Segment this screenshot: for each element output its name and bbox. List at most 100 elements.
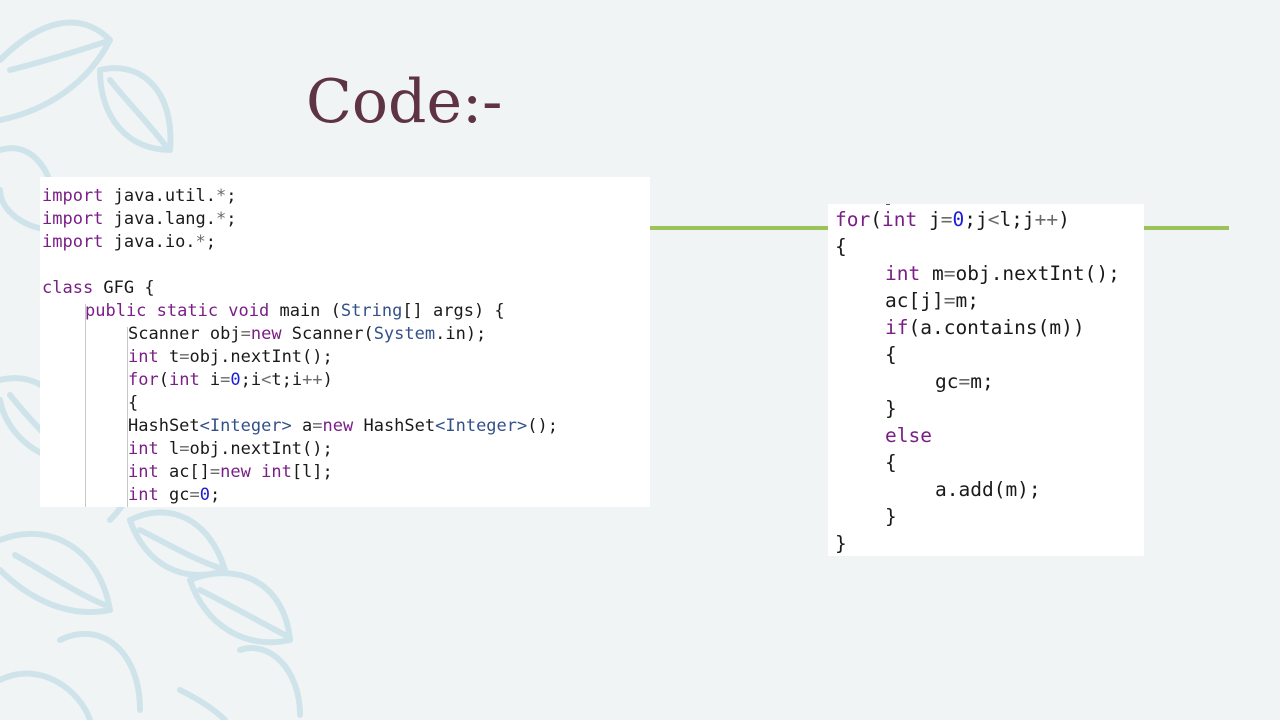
code-keyword: int	[128, 485, 159, 505]
code-text: obj.nextInt();	[189, 439, 333, 459]
code-text: {	[885, 343, 897, 366]
code-text: ();	[527, 416, 558, 436]
code-text: [] args) {	[402, 301, 505, 321]
code-text: {	[885, 451, 897, 474]
code-text: (a.contains(m))	[908, 316, 1085, 339]
code-text: i	[199, 370, 221, 390]
code-number: 0	[952, 208, 965, 231]
code-text: j	[917, 208, 941, 231]
code-line: import java.io.*;	[42, 231, 558, 254]
clipped-line-remnant	[886, 204, 890, 205]
code-keyword: import	[42, 186, 104, 206]
code-line: int m=obj.nextInt();	[835, 260, 1120, 287]
code-text: HashSet	[128, 416, 200, 436]
code-text: [l];	[291, 462, 333, 482]
code-operator: =	[220, 370, 231, 390]
code-operator: *	[216, 209, 227, 229]
code-text: l	[158, 439, 180, 459]
code-text: ;j	[964, 208, 988, 231]
code-operator: =	[240, 324, 251, 344]
code-operator: *	[216, 186, 227, 206]
code-operator: <	[987, 208, 1000, 231]
code-keyword: import	[42, 232, 104, 252]
code-text: gc	[158, 485, 190, 505]
code-text: t	[158, 347, 180, 367]
code-type: String	[340, 301, 403, 321]
code-type: System	[373, 324, 436, 344]
slide-title: Code:-	[306, 67, 503, 137]
code-operator: <	[261, 370, 272, 390]
code-line: class GFG {	[42, 277, 558, 300]
code-line: ac[j]=m;	[835, 287, 1120, 314]
code-number: 0	[199, 485, 210, 505]
code-snippet-inner-loop: for(int j=0;j<l;j++){int m=obj.nextInt()…	[828, 204, 1144, 556]
code-operator: =	[179, 347, 190, 367]
code-line: gc=m;	[835, 368, 1120, 395]
code-operator: ++	[1034, 208, 1059, 231]
code-line: }	[835, 395, 1120, 422]
code-keyword: for	[128, 370, 159, 390]
code-line: for(int j=0;j<l;j++)	[835, 206, 1120, 233]
code-line: }	[835, 530, 1120, 556]
code-text: java.lang.	[103, 209, 217, 229]
code-line: {	[835, 233, 1120, 260]
code-line: public static void main (String[] args) …	[42, 300, 558, 323]
code-keyword: else	[885, 424, 932, 447]
code-text: gc	[935, 370, 959, 393]
code-line: {	[42, 392, 558, 415]
accent-rule-right	[1144, 226, 1229, 230]
code-operator: =	[209, 462, 221, 482]
code-lines: import java.util.*;import java.lang.*;im…	[42, 185, 558, 507]
code-text: GFG {	[93, 278, 155, 298]
code-text: a.add(m);	[935, 478, 1041, 501]
code-line	[42, 254, 558, 277]
code-text: ac[j]	[885, 289, 944, 312]
code-number: 0	[230, 370, 241, 390]
code-line: int ac[]=new int[l];	[42, 461, 558, 484]
code-line: import java.util.*;	[42, 185, 558, 208]
code-text: Scanner(	[281, 324, 374, 344]
code-text: {	[835, 235, 847, 258]
code-operator: =	[189, 485, 200, 505]
code-keyword: new int	[220, 462, 292, 482]
code-text: }	[885, 397, 897, 420]
code-line: int t=obj.nextInt();	[42, 346, 558, 369]
code-operator: =	[943, 289, 956, 312]
code-snippet-main-method: import java.util.*;import java.lang.*;im…	[40, 177, 650, 507]
code-operator: =	[958, 370, 971, 393]
code-lines: for(int j=0;j<l;j++){int m=obj.nextInt()…	[835, 206, 1120, 556]
code-keyword: public static void	[85, 301, 270, 321]
code-text: }	[835, 532, 847, 555]
code-keyword: int	[885, 262, 921, 285]
code-keyword: int	[128, 462, 159, 482]
code-text: m;	[955, 289, 979, 312]
code-text: l;j	[999, 208, 1035, 231]
code-line: int gc=0;	[42, 484, 558, 507]
accent-rule-left	[650, 226, 828, 230]
code-keyword: int	[881, 208, 918, 231]
code-keyword: int	[168, 370, 200, 390]
code-line: import java.lang.*;	[42, 208, 558, 231]
indent-guide	[127, 327, 128, 507]
code-text: obj.nextInt();	[189, 347, 333, 367]
code-text: .in);	[435, 324, 487, 344]
code-line: {	[835, 449, 1120, 476]
code-keyword: if	[885, 316, 909, 339]
code-text: java.io.	[103, 232, 196, 252]
code-text: )	[322, 370, 333, 390]
code-keyword: int	[128, 347, 159, 367]
code-operator: =	[940, 208, 953, 231]
code-text: java.util.	[103, 186, 217, 206]
code-text: (	[870, 208, 882, 231]
code-line: {	[835, 341, 1120, 368]
code-line: for(int i=0;i<t;i++)	[42, 369, 558, 392]
code-text: ;	[226, 209, 237, 229]
code-text: Scanner obj	[128, 324, 241, 344]
code-operator: ++	[302, 370, 323, 390]
code-operator: =	[943, 262, 956, 285]
code-text: ac[]	[158, 462, 210, 482]
code-text: )	[1058, 208, 1070, 231]
code-text: m	[920, 262, 944, 285]
code-keyword: new	[322, 416, 354, 436]
